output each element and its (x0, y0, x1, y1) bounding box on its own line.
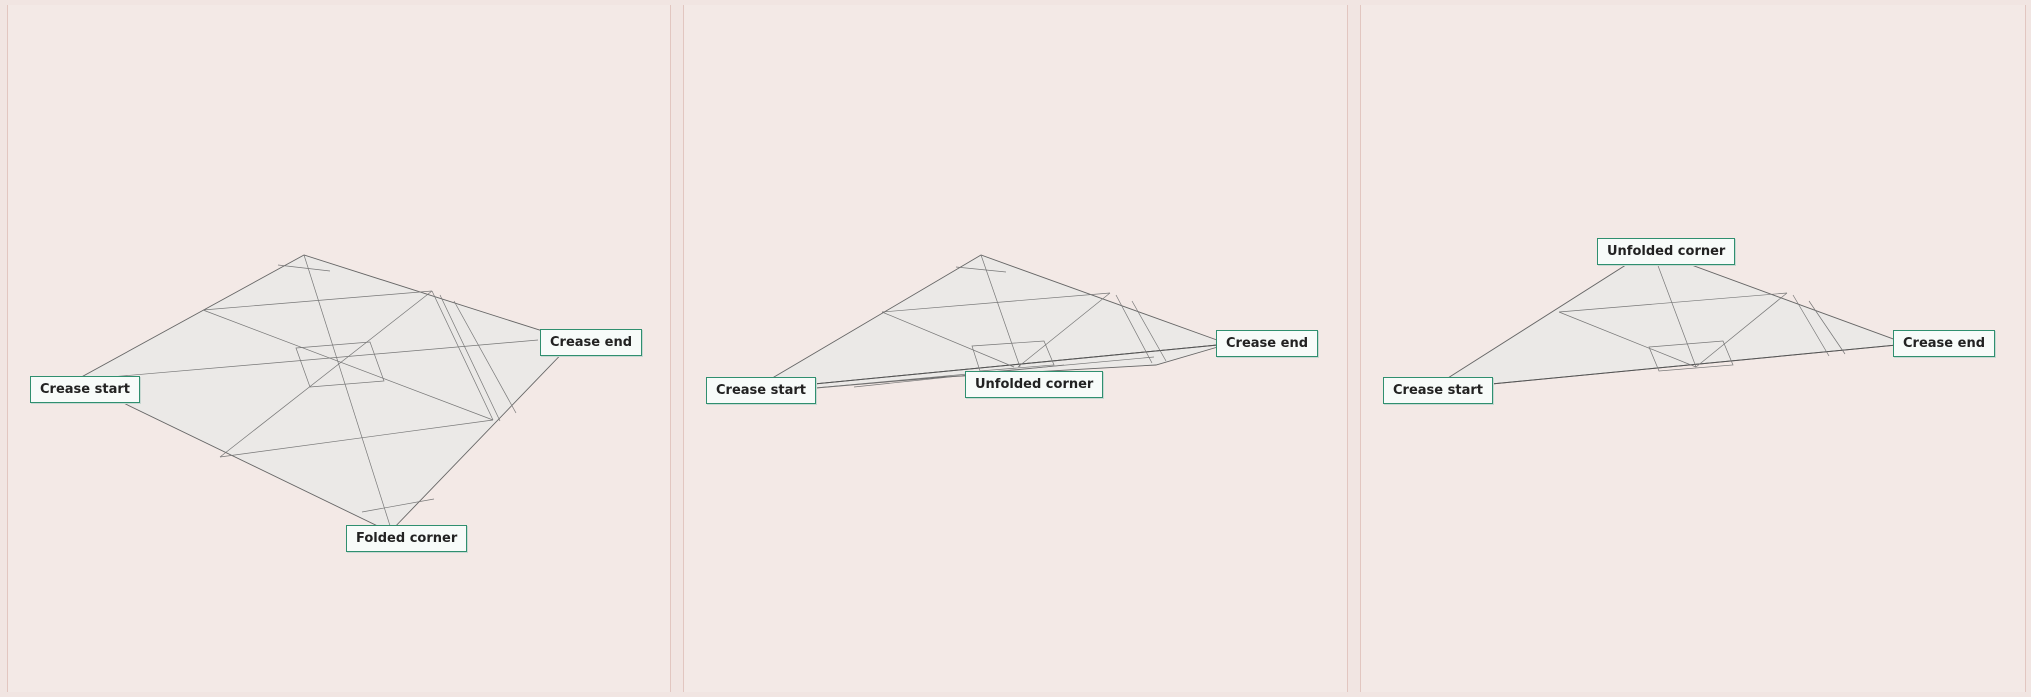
panel-folded: Crease start Crease end Folded corner (7, 5, 671, 692)
unfolded-corner-label: Unfolded corner (965, 371, 1104, 398)
sheet-outline (75, 254, 575, 533)
folded-sheet (75, 254, 575, 533)
crease-start-label: Crease start (1383, 377, 1493, 404)
unfolded-corner-label: Unfolded corner (1597, 238, 1736, 265)
crease-end-label: Crease end (1893, 330, 1995, 357)
crease-start-label: Crease start (30, 376, 140, 403)
crease-lines (75, 254, 539, 533)
panel-unfolding: Crease start Crease end Unfolded corner (683, 5, 1348, 692)
panel-unfolded: Crease start Crease end Unfolded corner (1360, 5, 2026, 692)
crease-end-label: Crease end (540, 329, 642, 356)
crease-end-label: Crease end (1216, 330, 1318, 357)
crease-lines (803, 254, 1167, 390)
crease-start-label: Crease start (706, 377, 816, 404)
folded-corner-label: Folded corner (346, 525, 468, 552)
sheet-outline (1428, 262, 1908, 391)
